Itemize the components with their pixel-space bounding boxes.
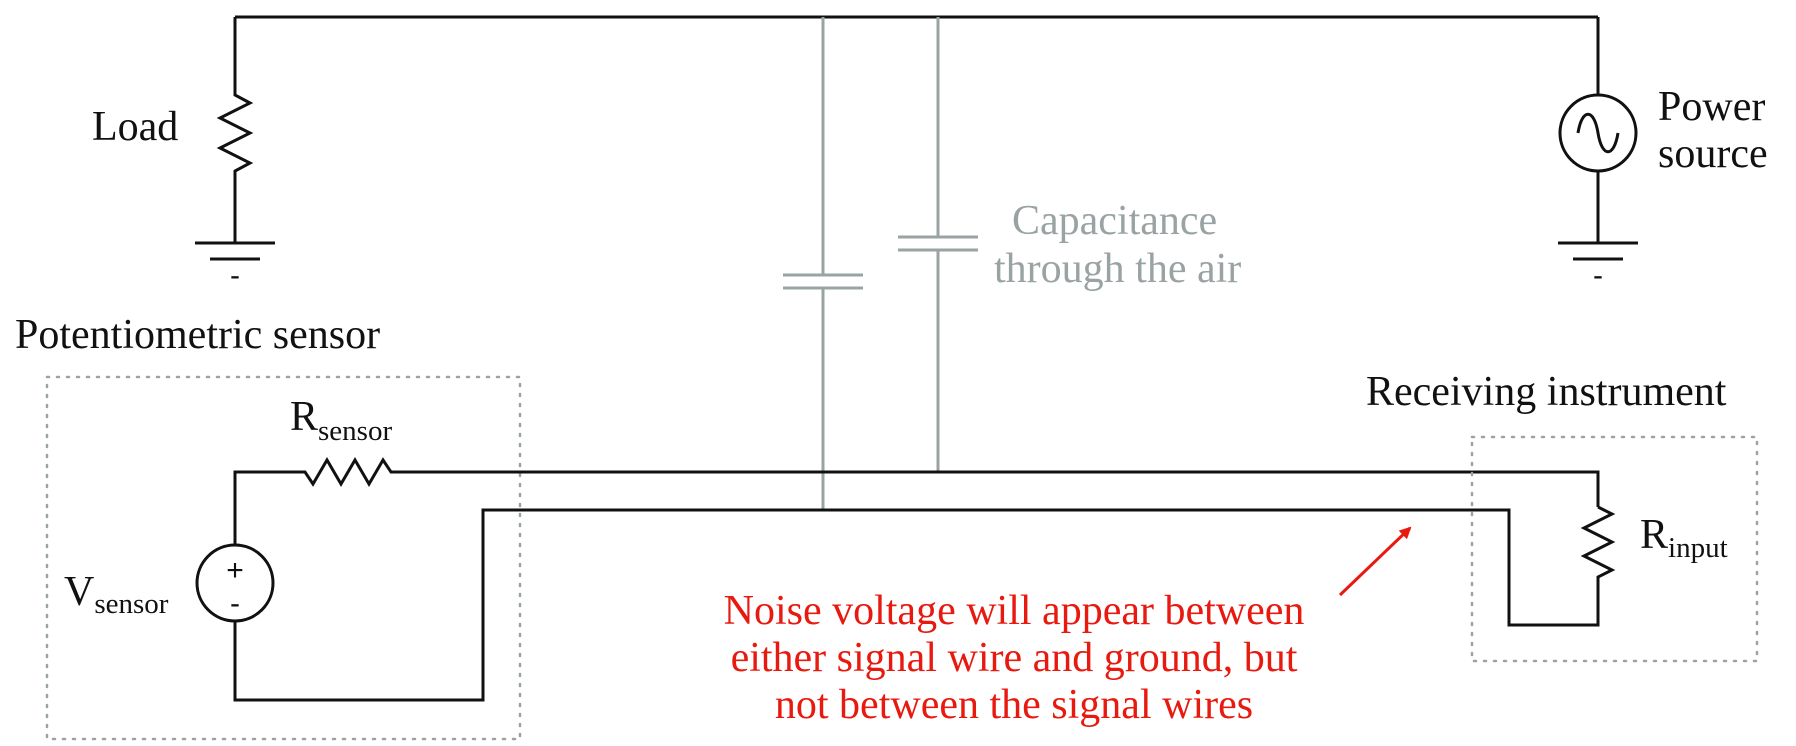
- r-sensor-label: Rsensor: [290, 394, 392, 447]
- capacitance-label-line1: Capacitance: [1012, 198, 1217, 244]
- v-sensor-label: Vsensor: [64, 569, 169, 620]
- receiving-instrument-label: Receiving instrument: [1366, 369, 1727, 415]
- load-label: Load: [92, 104, 178, 150]
- capacitance-left: [783, 17, 863, 510]
- power-source-symbol: [1558, 93, 1638, 173]
- power-source-ground-symbol: [1558, 241, 1638, 261]
- power-source-label-line2: source: [1658, 131, 1768, 177]
- noise-note-line2: either signal wire and ground, but: [731, 635, 1298, 681]
- load-ground-symbol: [195, 241, 275, 261]
- r-input-resistor: [1580, 505, 1616, 584]
- load-lead: [216, 17, 254, 243]
- noise-arrow: [1338, 526, 1412, 597]
- potentiometric-sensor-label: Potentiometric sensor: [15, 312, 380, 358]
- r-input-label: Rinput: [1640, 512, 1728, 564]
- load-ground-minus: -: [230, 259, 240, 292]
- minus-sign: -: [230, 587, 240, 620]
- power-ground-minus: -: [1593, 259, 1603, 292]
- capacitance-label-line2: through the air: [994, 246, 1241, 292]
- ac-sine-icon: [1576, 112, 1620, 154]
- plus-sign: +: [226, 554, 244, 587]
- noise-note-line3: not between the signal wires: [775, 682, 1253, 728]
- sensor-enclosure: [45, 375, 522, 741]
- signal-wire-upper: [233, 457, 1600, 545]
- signal-wire-lower: [233, 508, 1600, 702]
- noise-note-line1: Noise voltage will appear between: [724, 588, 1305, 634]
- capacitance-right: [898, 17, 978, 472]
- power-source-label-line1: Power: [1658, 84, 1765, 130]
- receiving-instrument-enclosure: [1470, 435, 1759, 663]
